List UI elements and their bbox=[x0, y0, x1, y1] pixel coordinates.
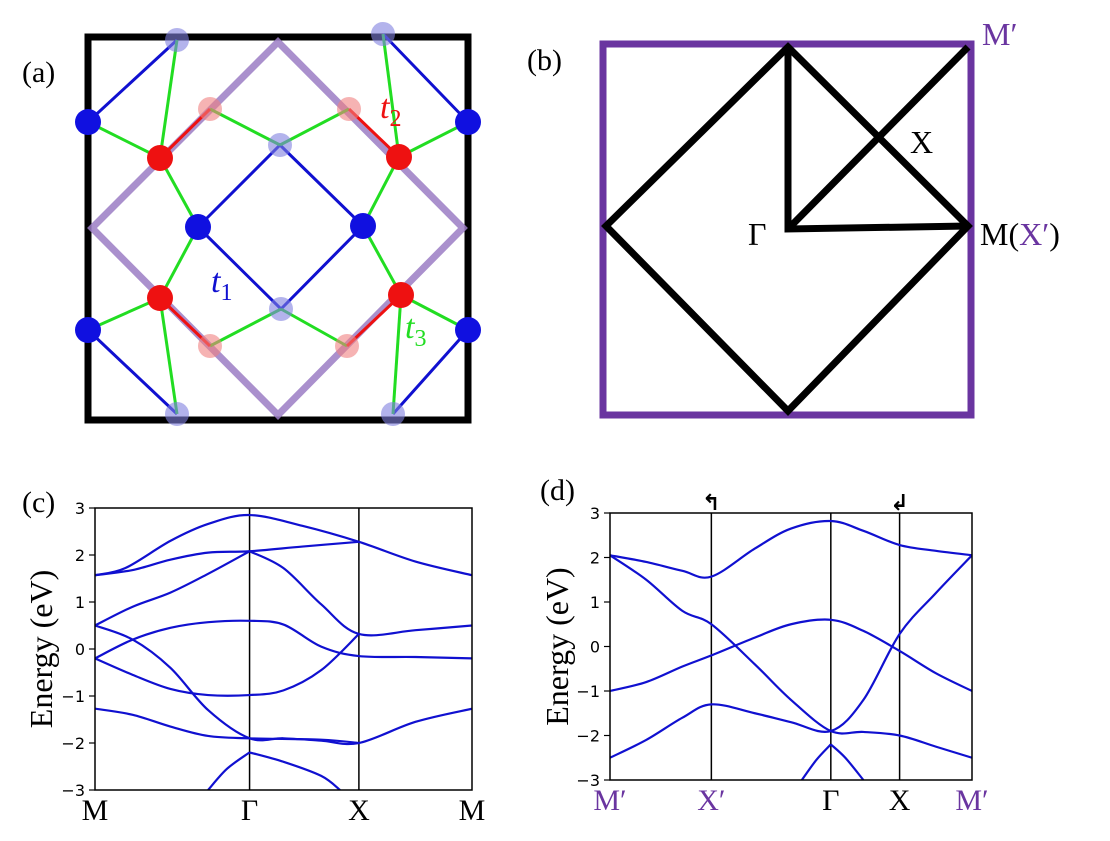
ylabel: Energy (eV) bbox=[23, 570, 59, 728]
xtick-label: M′ bbox=[593, 784, 626, 817]
top-arrow-icon: ↰ bbox=[702, 491, 720, 516]
band-5 bbox=[95, 624, 472, 746]
xtick-label: M bbox=[459, 794, 486, 827]
label-M-Xprime: M(X′) bbox=[980, 216, 1060, 252]
band-1 bbox=[610, 554, 972, 759]
ytick-label: 0 bbox=[590, 638, 600, 657]
ytick-label: −2 bbox=[576, 727, 600, 746]
ytick-label: 3 bbox=[75, 499, 85, 518]
band-4 bbox=[830, 743, 865, 780]
faded-sites bbox=[165, 22, 405, 426]
panel-b: (b) M′ X Γ M(X′) bbox=[527, 16, 1060, 419]
band-0 bbox=[95, 513, 472, 577]
ytick-label: 1 bbox=[590, 593, 600, 612]
label-Mprime: M′ bbox=[982, 16, 1017, 52]
band-5 bbox=[800, 743, 832, 780]
t2-label: t2 bbox=[380, 89, 401, 132]
band-chart-c: −3 −2 −1 0 1 2 3M Γ X M Energy (eV) bbox=[23, 499, 485, 827]
panel-a: (a) bbox=[22, 22, 481, 426]
unit-cell-frame bbox=[84, 33, 472, 424]
band-1 bbox=[95, 540, 359, 577]
xtick-label: M′ bbox=[955, 784, 988, 817]
solid-sites bbox=[75, 109, 481, 343]
bands bbox=[610, 519, 972, 780]
bands bbox=[95, 513, 472, 790]
band-0 bbox=[610, 519, 972, 579]
ytick-label: 2 bbox=[75, 546, 85, 565]
band-4 bbox=[95, 619, 472, 660]
band-chart-d: −3 −2 −1 0 1 2 3M′ X′ Γ X M′ ↰ ↲ Energy (eV) bbox=[539, 491, 989, 817]
panel-c-label: (c) bbox=[22, 486, 55, 519]
panel-b-label: (b) bbox=[527, 44, 562, 77]
t3-bonds bbox=[87, 33, 469, 415]
band-3 bbox=[95, 550, 251, 627]
ytick-label: −3 bbox=[576, 771, 600, 790]
xtick-label: M bbox=[82, 794, 109, 827]
xtick-label: Γ bbox=[241, 794, 258, 827]
ytick-label: 0 bbox=[75, 640, 85, 659]
panel-d-label: (d) bbox=[540, 474, 575, 507]
panel-d: (d) −3 −2 −1 0 1 2 3M′ X′ Γ X M′ ↰ ↲ Energy (eV) bbox=[539, 474, 989, 817]
xtick-label: X′ bbox=[697, 784, 725, 817]
ytick-label: −1 bbox=[576, 682, 600, 701]
ytick-label: 3 bbox=[590, 504, 600, 523]
xtick-label: Γ bbox=[822, 784, 839, 817]
band-3 bbox=[610, 554, 972, 759]
black-bz-diamond bbox=[601, 42, 973, 417]
t3-label: t3 bbox=[405, 309, 426, 352]
xtick-label: X bbox=[889, 784, 911, 817]
ytick-label: −2 bbox=[61, 734, 85, 753]
ylabel: Energy (eV) bbox=[539, 567, 575, 725]
band-2 bbox=[610, 618, 972, 693]
band-6 bbox=[95, 633, 360, 697]
ytick-label: −1 bbox=[61, 687, 85, 706]
band-2 bbox=[249, 550, 472, 637]
t1-bonds bbox=[86, 32, 470, 416]
top-arrow-icon: ↲ bbox=[890, 491, 908, 516]
purple-diamond bbox=[87, 37, 468, 420]
label-Gamma: Γ bbox=[748, 216, 767, 252]
t1-label: t1 bbox=[211, 263, 232, 306]
band-8 bbox=[249, 751, 341, 790]
label-X: X bbox=[910, 124, 933, 160]
plot-frame bbox=[94, 507, 473, 791]
irreducible-path-2 bbox=[785, 44, 971, 232]
ytick-label: −3 bbox=[61, 781, 85, 800]
band-7 bbox=[95, 707, 359, 745]
band-9 bbox=[207, 751, 251, 790]
xtick-label: X bbox=[348, 794, 370, 827]
ytick-label: 1 bbox=[75, 593, 85, 612]
panel-c: (c) −3 −2 −1 0 1 2 3M Γ X M Energy (eV) bbox=[22, 486, 485, 827]
panel-a-label: (a) bbox=[22, 56, 55, 89]
ytick-label: 2 bbox=[590, 549, 600, 568]
